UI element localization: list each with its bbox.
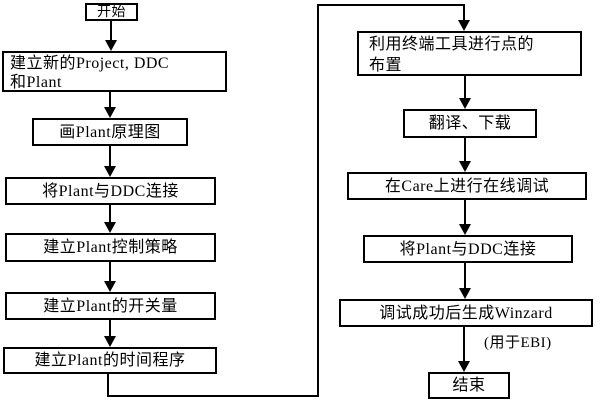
node-generate-winzard: 调试成功后生成Winzard [339,299,593,327]
node-create-time-program: 建立Plant的时间程序 [3,347,217,374]
arrowhead [459,98,471,109]
connector-time-program-to-terminal-points [107,4,465,397]
node-connect-plant-ddc-left: 将Plant与DDC连接 [5,177,216,205]
arrowhead [104,336,116,347]
node-translate-download: 翻译、下载 [403,109,537,138]
arrowhead [458,361,470,372]
node-draw-plant-diagram: 画Plant原理图 [32,118,188,146]
node-end: 结束 [428,372,510,399]
arrowhead [459,161,471,172]
arrowhead [458,20,470,31]
arrowhead [459,224,471,235]
node-terminal-point-layout: 利用终端工具进行点的 布置 [357,31,582,76]
node-create-project: 建立新的Project, DDC 和Plant [2,51,227,92]
arrowhead [104,166,116,177]
arrowhead [459,288,471,299]
arrowhead [104,281,116,292]
arrowhead [104,222,116,233]
winzard-note-label: (用于EBI) [484,335,552,351]
arrowhead [105,40,117,51]
node-start: 开始 [85,3,138,21]
node-create-control-strategy: 建立Plant控制策略 [5,233,216,262]
arrowhead [104,107,116,118]
node-connect-plant-ddc-right: 将Plant与DDC连接 [363,235,573,263]
node-create-switch-quantity: 建立Plant的开关量 [5,292,216,320]
node-online-debug-care: 在Care上进行在线调试 [347,172,587,200]
